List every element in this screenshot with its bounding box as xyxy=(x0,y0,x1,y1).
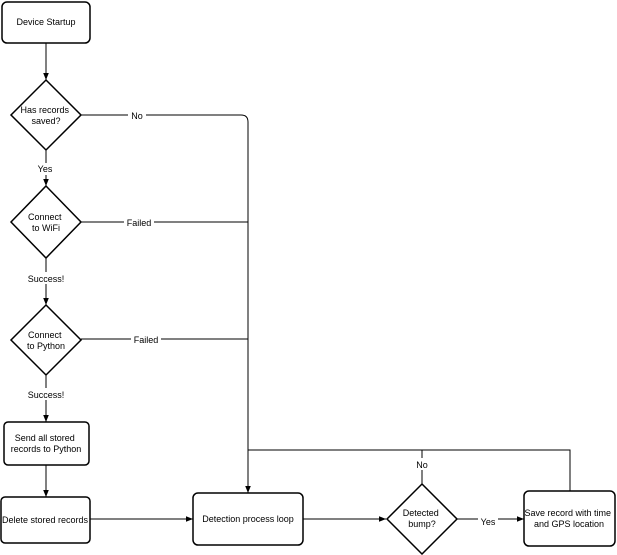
svg-text:Connect to WiFi: Connect to WiFi xyxy=(28,212,64,233)
edges xyxy=(43,43,571,522)
node-save-record: Save record with time and GPS location xyxy=(523,490,616,547)
svg-text:Device Startup: Device Startup xyxy=(16,17,75,27)
node-detected-bump-line1: Detected xyxy=(403,508,439,518)
svg-text:Detection process loop: Detection process loop xyxy=(202,514,294,524)
edge-label-failed-python: Failed xyxy=(134,335,159,345)
svg-text:Delete stored records: Delete stored records xyxy=(2,515,89,525)
edge-save-to-loop xyxy=(248,449,571,491)
svg-text:Detected bump?: Detected bump? xyxy=(403,508,442,529)
svg-text:Connect to Python: Connect to Python xyxy=(27,330,65,351)
edge-label-no: No xyxy=(131,111,143,121)
node-has-records-line1: Has records xyxy=(20,105,69,115)
node-delete-records-label: Delete stored records xyxy=(2,515,89,525)
node-has-records: Has records saved? xyxy=(9,78,83,152)
node-save-record-line2: and GPS location xyxy=(534,519,604,529)
edge-label-failed-wifi: Failed xyxy=(127,218,152,228)
node-device-startup-label: Device Startup xyxy=(16,17,75,27)
edge-label-success-python: Success! xyxy=(28,390,65,400)
node-device-startup: Device Startup xyxy=(1,1,91,44)
svg-text:Has records saved?: Has records saved? xyxy=(20,105,71,126)
node-connect-wifi-line2: to WiFi xyxy=(32,223,60,233)
node-send-records: Send all stored records to Python xyxy=(3,421,90,466)
edge-labels: No Yes Failed Success! Failed Success! N… xyxy=(26,109,498,528)
svg-text:Save record with time an: Save record with time and GPS location xyxy=(524,508,613,529)
edge-no-records-to-loop xyxy=(81,114,251,493)
node-has-records-line2: saved? xyxy=(31,116,60,126)
node-connect-python-line1: Connect xyxy=(28,330,62,340)
node-send-records-line2: records to Python xyxy=(11,444,82,454)
node-send-records-line1: Send all stored xyxy=(15,433,75,443)
node-save-record-line1: Save record with time xyxy=(524,508,611,518)
node-connect-python: Connect to Python xyxy=(9,303,83,377)
node-delete-records: Delete stored records xyxy=(0,496,91,544)
node-detected-bump: Detected bump? xyxy=(385,482,459,555)
edge-label-bump-yes: Yes xyxy=(481,517,496,527)
node-detection-loop: Detection process loop xyxy=(192,492,304,546)
edge-label-bump-no: No xyxy=(416,460,428,470)
svg-text:Send all stored records: Send all stored records to Python xyxy=(11,433,82,454)
node-connect-wifi-line1: Connect xyxy=(28,212,62,222)
node-detected-bump-line2: bump? xyxy=(408,519,436,529)
node-connect-wifi: Connect to WiFi xyxy=(9,184,83,260)
edge-label-success-wifi: Success! xyxy=(28,274,65,284)
edge-label-yes: Yes xyxy=(38,164,53,174)
node-detection-loop-label: Detection process loop xyxy=(202,514,294,524)
node-connect-python-line2: to Python xyxy=(27,341,65,351)
